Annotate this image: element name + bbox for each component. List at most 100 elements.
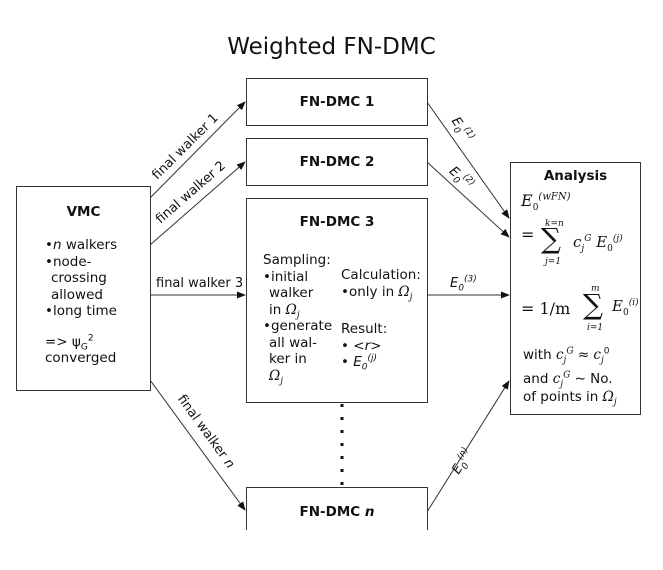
arrow-vmc-to-dmc1	[149, 101, 246, 199]
c-symbol: c	[552, 371, 561, 387]
arrow-vmc-to-dmcn	[149, 379, 246, 511]
omega-sub: j	[280, 376, 283, 387]
sum1-term: cjG E0(j)	[573, 233, 623, 254]
sum1-top: k=n	[545, 219, 564, 229]
long-time-text: long time	[52, 303, 117, 319]
label-final-walker-3: final walker 3	[156, 276, 244, 291]
sum2-sigma: ∑	[583, 288, 603, 321]
e-sup: (3)	[463, 274, 477, 285]
result-section: Result: • <r> • E0(j)	[341, 321, 388, 373]
e-sup: (j)	[612, 234, 623, 244]
all-wal-text: all wal-	[269, 334, 318, 351]
crop-mask	[240, 530, 440, 570]
vmc-bullet-node-crossing: •node-	[45, 253, 92, 270]
omega-symbol: Ω	[602, 389, 614, 405]
vmc-box: VMC •n walkers •node- crossing allowed •…	[16, 186, 151, 391]
result-label: Result:	[341, 321, 388, 337]
c-symbol: c	[555, 347, 564, 363]
e-symbol: E	[450, 276, 459, 291]
c-symbol: c	[573, 233, 582, 251]
c-sub: j	[560, 379, 564, 390]
psi-sup: 2	[87, 333, 94, 343]
omega-sub: j	[296, 310, 300, 321]
implies-arrow: =>	[45, 333, 68, 350]
vmc-result: => ψG2	[45, 333, 117, 353]
allowed-text: allowed	[51, 286, 103, 303]
points-line: of points in Ωj	[523, 389, 617, 408]
c-sup: G	[566, 346, 574, 357]
e-sub: 0	[458, 283, 464, 294]
sum2-term: E0(i)	[612, 297, 639, 318]
vmc-bullet-long-time: •long time	[45, 303, 117, 319]
fn-dmc-2-title: FN-DMC 2	[299, 154, 375, 170]
with-line: with cjG ≈ cj0	[523, 346, 610, 366]
equals-sign: =	[521, 225, 535, 244]
fn-dmc-1-title: FN-DMC 1	[299, 94, 375, 110]
points-text: of points in	[523, 389, 603, 405]
e-symbol: E	[596, 233, 608, 251]
result-e: • E0(j)	[341, 353, 378, 373]
ker-in-text: ker in	[269, 351, 307, 367]
sum2-bottom: i=1	[587, 323, 604, 333]
eq-sum-1: =	[521, 225, 534, 244]
no-text: No.	[590, 371, 613, 387]
only-in-text: only in	[348, 283, 399, 300]
c-symbol: c	[593, 347, 601, 363]
e-sub: 0	[361, 362, 368, 373]
e-symbol: E	[612, 297, 623, 315]
e-sup: (i)	[628, 298, 639, 308]
e-symbol: E	[353, 354, 362, 370]
e-sub: 0	[532, 203, 539, 214]
one-over-m: = 1/m	[521, 299, 571, 318]
arrow-dmcn-to-analysis	[426, 380, 510, 513]
analysis-title: Analysis	[543, 168, 608, 184]
in-omega: in Ωj	[263, 302, 332, 321]
n-symbol: n	[52, 237, 62, 253]
fn-dmc-3-title: FN-DMC 3	[299, 214, 375, 230]
e-sup: (wFN)	[538, 191, 571, 203]
calculation-section: Calculation: •only in Ωj	[341, 267, 421, 303]
c-sup: 0	[603, 346, 610, 357]
arrow-dmc2-to-analysis	[426, 161, 510, 238]
e-symbol: E	[521, 191, 533, 210]
calc-only-in: •only in Ωj	[341, 283, 413, 303]
generate-text: generate	[270, 318, 333, 334]
sum2-top: m	[591, 284, 600, 294]
c-sup: G	[563, 370, 571, 381]
approx-sign: ≈	[577, 347, 590, 363]
omega-symbol: Ω	[269, 367, 281, 384]
eq-sum-2: = 1/m	[521, 299, 570, 318]
omega-line: Ωj	[263, 367, 332, 387]
c-sup: G	[584, 234, 592, 244]
eq-e0-wfn: E0(wFN)	[521, 191, 571, 214]
arrow-dmc1-to-analysis	[426, 101, 510, 219]
arrow-vmc-to-dmc2	[149, 161, 246, 246]
fn-dmc-1-box: FN-DMC 1	[246, 78, 428, 126]
sum1-bottom: j=1	[545, 257, 562, 267]
psi-sub: G	[80, 342, 88, 353]
omega-sub: j	[409, 292, 413, 303]
sampling-initial: •initial	[263, 268, 309, 285]
e-sub: 0	[622, 308, 629, 318]
walker-text: walker	[269, 285, 314, 301]
fn-dmc-text: FN-DMC	[299, 504, 365, 520]
omega-symbol: Ω	[398, 283, 410, 300]
calculation-label: Calculation:	[341, 267, 421, 283]
c-sub: j	[581, 244, 585, 254]
fn-dmc-n-title: FN-DMC n	[247, 504, 427, 520]
proportional-sign: ∼	[574, 371, 586, 387]
r-text: <r>	[353, 337, 382, 354]
crossing-text: crossing	[51, 270, 107, 286]
e-sup: (j)	[367, 353, 378, 364]
and-line: and cjG ∼ No.	[523, 370, 613, 390]
omega-sub: j	[613, 397, 617, 408]
sum1-sigma: ∑	[541, 222, 561, 255]
psi-symbol: ψ	[71, 333, 81, 350]
vmc-bullets: •n walkers •node- crossing allowed •long…	[45, 237, 117, 367]
c-sub: j	[600, 355, 604, 366]
e-sub: 0	[607, 244, 613, 254]
c-sub: j	[563, 355, 567, 366]
analysis-box: Analysis E0(wFN) = k=n ∑ j=1 cjG E0(j) =…	[510, 162, 641, 415]
sampling-section: Sampling: •initial walker in Ωj •generat…	[263, 252, 333, 387]
